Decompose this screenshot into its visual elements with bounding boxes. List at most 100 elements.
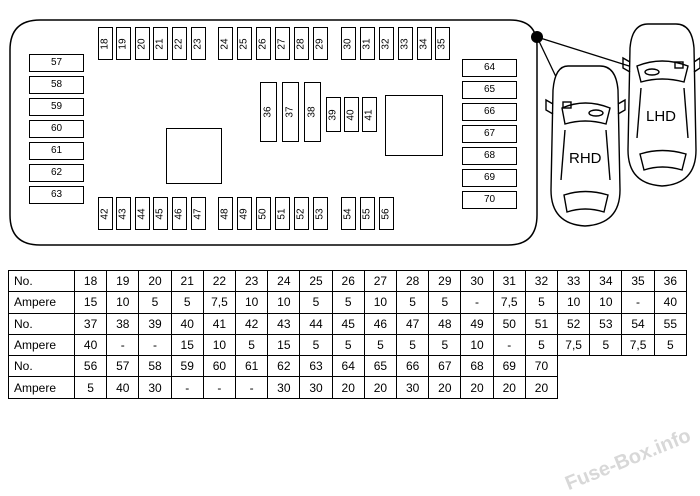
table-row-header: Ampere — [8, 333, 75, 357]
table-cell: 30 — [138, 376, 172, 399]
fuse-label: 56 — [380, 207, 392, 220]
fuse-label: 36 — [262, 106, 274, 118]
fuse-label: 32 — [380, 37, 392, 50]
table-cell — [589, 376, 623, 399]
table-row-header: Ampere — [8, 291, 75, 314]
table-cell: 24 — [267, 269, 301, 293]
fuse-20: 20 — [135, 27, 150, 60]
fuse-53: 53 — [313, 197, 328, 230]
table-cell: 40 — [653, 291, 688, 314]
table-cell: 5 — [363, 333, 398, 357]
table-cell: 46 — [363, 312, 398, 335]
fuse-62: 62 — [29, 164, 84, 182]
fuse-label: 51 — [276, 207, 288, 220]
table-cell: 43 — [267, 312, 301, 335]
table-cell: 10 — [267, 291, 301, 314]
table-cell: 15 — [170, 333, 204, 357]
table-cell: 28 — [396, 269, 430, 293]
table-cell: 60 — [202, 355, 237, 378]
table-cell: 30 — [460, 269, 494, 293]
table-cell: 7,5 — [492, 291, 526, 314]
table-cell: 20 — [492, 376, 526, 399]
fuse-44: 44 — [135, 197, 150, 230]
fuse-26: 26 — [256, 27, 271, 60]
table-cell: 5 — [170, 291, 204, 314]
table-cell — [653, 355, 688, 378]
relay-right — [385, 95, 443, 156]
table-cell: 54 — [621, 312, 655, 335]
fuse-box-outline — [9, 19, 538, 246]
lhd-car-outline — [622, 23, 700, 187]
fuse-label: 58 — [50, 79, 63, 90]
table-cell — [557, 376, 591, 399]
fuse-label: 52 — [295, 207, 307, 220]
table-cell: 5 — [138, 291, 172, 314]
relay-left — [166, 128, 222, 184]
table-cell: - — [202, 376, 237, 399]
table-cell: 38 — [106, 312, 140, 335]
fuse-47: 47 — [191, 197, 206, 230]
fuse-19: 19 — [116, 27, 131, 60]
fuse-51: 51 — [275, 197, 290, 230]
table-cell: 56 — [73, 355, 108, 378]
fuse-35: 35 — [435, 27, 450, 60]
table-cell: 53 — [589, 312, 623, 335]
fuse-label: 42 — [99, 207, 111, 220]
table-cell: 5 — [524, 333, 559, 357]
table-cell: 35 — [621, 269, 655, 293]
fuse-label: 19 — [117, 37, 129, 50]
table-cell: 25 — [299, 269, 333, 293]
table-cell: 5 — [235, 333, 269, 357]
table-cell: 32 — [524, 269, 559, 293]
table-cell: 70 — [524, 355, 559, 378]
fuse-28: 28 — [294, 27, 309, 60]
table-cell: 61 — [235, 355, 269, 378]
table-cell — [621, 376, 655, 399]
fuse-61: 61 — [29, 142, 84, 160]
table-cell: 10 — [460, 333, 494, 357]
fuse-label: 55 — [361, 207, 373, 220]
fuse-40: 40 — [344, 97, 359, 132]
fuse-58: 58 — [29, 76, 84, 94]
table-cell: 10 — [589, 291, 623, 314]
table-cell: 33 — [557, 269, 591, 293]
table-cell: 10 — [363, 291, 398, 314]
table-cell: 5 — [653, 333, 688, 357]
fuse-label: 61 — [50, 145, 63, 156]
fuse-label: 40 — [345, 108, 357, 121]
fuse-46: 46 — [172, 197, 187, 230]
fuse-70: 70 — [462, 191, 517, 209]
table-cell: 47 — [396, 312, 430, 335]
table-cell — [589, 355, 623, 378]
table-cell: 5 — [299, 291, 333, 314]
table-cell: 15 — [73, 291, 108, 314]
fuse-label: 30 — [342, 37, 354, 50]
table-cell: 23 — [235, 269, 269, 293]
table-cell: - — [138, 333, 172, 357]
fuse-label: 69 — [483, 172, 496, 183]
fuse-49: 49 — [237, 197, 252, 230]
table-cell: 64 — [331, 355, 365, 378]
table-cell: 7,5 — [621, 333, 655, 357]
fuse-60: 60 — [29, 120, 84, 138]
fuse-label: 66 — [483, 106, 496, 117]
table-cell: 65 — [363, 355, 398, 378]
fuse-label: 64 — [483, 62, 496, 73]
table-cell: 30 — [267, 376, 301, 399]
fuse-label: 68 — [483, 150, 496, 161]
table-cell: 19 — [106, 269, 140, 293]
fuse-41: 41 — [362, 97, 377, 132]
fuse-68: 68 — [462, 147, 517, 165]
fuse-42: 42 — [98, 197, 113, 230]
table-cell: 20 — [428, 376, 462, 399]
fuse-label: 46 — [173, 207, 185, 220]
table-cell: 44 — [299, 312, 333, 335]
table-cell: 67 — [428, 355, 462, 378]
fuse-label: 21 — [154, 37, 166, 50]
fuse-27: 27 — [275, 27, 290, 60]
